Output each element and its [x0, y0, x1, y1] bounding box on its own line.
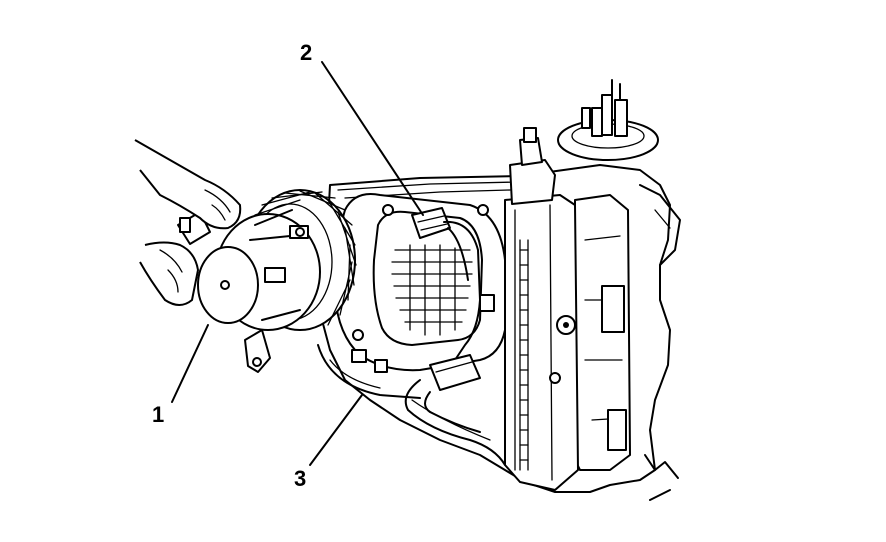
callout-1: 1: [152, 402, 164, 427]
technician-hands: [134, 139, 242, 306]
leader-lines: [171, 61, 424, 466]
blower-motor: [177, 189, 357, 373]
callout-2: 2: [300, 40, 312, 65]
grille-slots: [519, 249, 529, 461]
leader-line-1: [171, 324, 209, 403]
electrical-connector: [404, 207, 506, 466]
leader-line-3: [309, 394, 363, 466]
callout-3: 3: [294, 466, 306, 491]
leader-line-2: [321, 61, 424, 216]
blower-housing-opening: [317, 193, 506, 399]
